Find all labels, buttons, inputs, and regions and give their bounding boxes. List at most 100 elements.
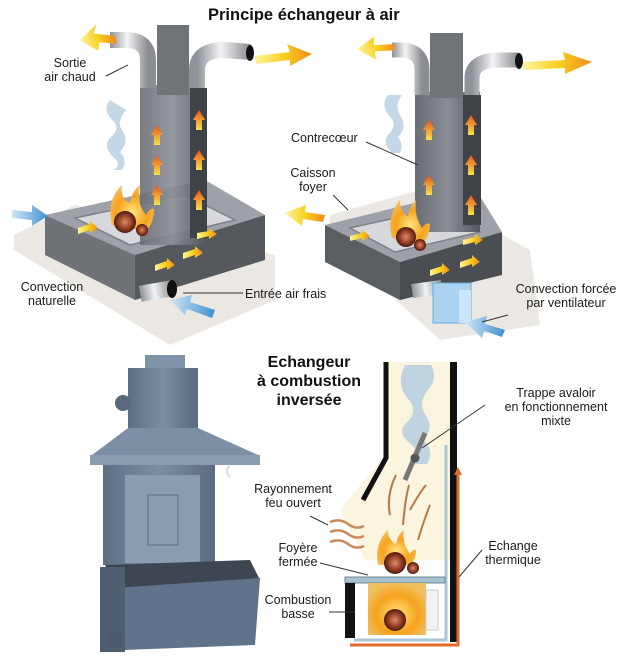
label-line: Convection	[20, 280, 84, 294]
fire	[390, 200, 430, 251]
insert-hood-rim	[90, 455, 260, 465]
hot-air-arrow-left	[357, 36, 395, 60]
hot-air-arrow-right	[255, 44, 312, 66]
label-heat-exchange: Echange thermique	[478, 539, 548, 567]
fire	[110, 185, 154, 236]
label-line: foyer	[299, 180, 327, 194]
rising-heat-arrows	[423, 115, 477, 215]
floor-heat-arrows	[78, 221, 217, 271]
closed-firebox-plate	[344, 576, 446, 584]
smoke	[384, 95, 404, 153]
label-line: Caisson	[290, 166, 336, 180]
label-line: Echange	[488, 539, 538, 553]
leader-foyere	[319, 562, 369, 576]
chamber-side-bricks	[425, 589, 439, 631]
flue-gas-plume	[340, 362, 452, 560]
insert-hood-pyramid	[92, 428, 258, 455]
flue-pipe	[430, 33, 463, 98]
section-title-line: inversée	[276, 392, 342, 409]
forced-convection-exchanger	[285, 33, 592, 340]
label-firebox-casing: Caisson foyer	[282, 166, 344, 194]
label-damper: Trappe avaloir en fonctionnement mixte	[496, 386, 616, 428]
leader-sortie	[105, 64, 129, 77]
label-closed-firebox: Foyère fermée	[268, 541, 328, 569]
label-line: Rayonnement	[254, 482, 332, 496]
leader-rayonnement	[309, 515, 329, 526]
label-line: basse	[281, 607, 315, 621]
hot-air-arrow-left	[79, 24, 118, 51]
leader-echange	[458, 549, 483, 578]
cold-air-arrow-inlet	[465, 316, 505, 338]
smoke-plume	[400, 365, 434, 464]
exchange-arrow-orange	[454, 467, 462, 475]
chimney-wall-left	[360, 362, 389, 502]
section-title-line: à combustion	[256, 373, 361, 390]
label-line: air chaud	[44, 70, 96, 84]
label-low-combustion: Combustion basse	[260, 593, 336, 621]
label-line: en fonctionnement	[504, 400, 608, 414]
label-line: fermée	[278, 555, 318, 569]
fresh-air-inlet-pipe	[138, 280, 177, 302]
insert-side-damper	[115, 395, 131, 411]
hot-air-pipe-left	[392, 42, 430, 95]
insert-back-panel	[125, 475, 200, 563]
firebox-casing-side	[135, 215, 265, 300]
label-line: naturelle	[28, 294, 76, 308]
chimney-wall-right	[450, 362, 457, 642]
fan-inlet	[411, 279, 472, 324]
reverse-combustion-section	[309, 362, 486, 647]
pipe-opening	[246, 45, 254, 61]
label-line: mixte	[541, 414, 571, 428]
rising-flue-arrows	[387, 474, 431, 541]
hot-air-pipe-right	[464, 52, 518, 95]
leader-contrecoeur	[365, 141, 419, 166]
pipe-opening	[515, 53, 523, 69]
section-title-line: Echangeur	[267, 354, 351, 371]
label-fireback: Contrecœur	[291, 131, 358, 145]
leader-ventilateur	[481, 314, 509, 323]
damper-flap	[402, 432, 428, 481]
fireplace-insert	[90, 355, 260, 652]
insert-hook	[226, 464, 231, 478]
low-log	[384, 609, 406, 631]
label-line: Foyère	[278, 541, 318, 555]
leader-caisson	[332, 194, 349, 211]
section-title-reverse-combustion: Echangeur à combustion inversée	[244, 353, 374, 410]
insert-base-box	[115, 578, 260, 650]
hot-air-arrow-floor	[285, 205, 325, 226]
label-line: thermique	[485, 553, 541, 567]
cold-air-arrow-side	[12, 205, 48, 226]
insert-back-plate	[147, 494, 179, 546]
hot-air-pipe-left	[110, 32, 156, 88]
floor-heat-arrows	[350, 230, 483, 276]
exchange-channel-orange	[350, 472, 460, 647]
hot-air-pipe-right	[189, 41, 251, 88]
label-open-fire-radiation: Rayonnement feu ouvert	[246, 482, 340, 510]
label-line: Sortie	[53, 56, 87, 70]
firebox-casing-front	[325, 225, 400, 300]
insert-collar	[145, 355, 185, 370]
firebox-casing-front	[45, 215, 135, 300]
label-line: Trappe avaloir	[516, 386, 596, 400]
hot-air-arrow-right	[523, 52, 592, 74]
label-line: par ventilateur	[526, 296, 606, 310]
label-forced-convection: Convection forcée par ventilateur	[508, 282, 624, 310]
insert-hood-top	[128, 368, 198, 430]
flue-pipe	[157, 25, 189, 95]
label-hot-air-outlet: Sortie air chaud	[36, 56, 104, 84]
exchange-channel-blue	[354, 445, 448, 642]
natural-convection-exchanger	[12, 24, 312, 345]
chamber-left-wall	[345, 583, 355, 638]
label-natural-convection: Convection naturelle	[14, 280, 90, 308]
label-fresh-air-inlet: Entrée air frais	[245, 287, 327, 301]
leader-trappe	[421, 404, 486, 449]
label-line: Combustion	[264, 593, 332, 607]
insert-air-inlet	[108, 631, 122, 649]
upper-fire	[377, 530, 419, 574]
radiation-waves	[329, 519, 365, 549]
cold-air-arrow-inlet	[170, 295, 215, 318]
rising-heat-arrows	[151, 110, 205, 210]
label-line: feu ouvert	[265, 496, 321, 510]
